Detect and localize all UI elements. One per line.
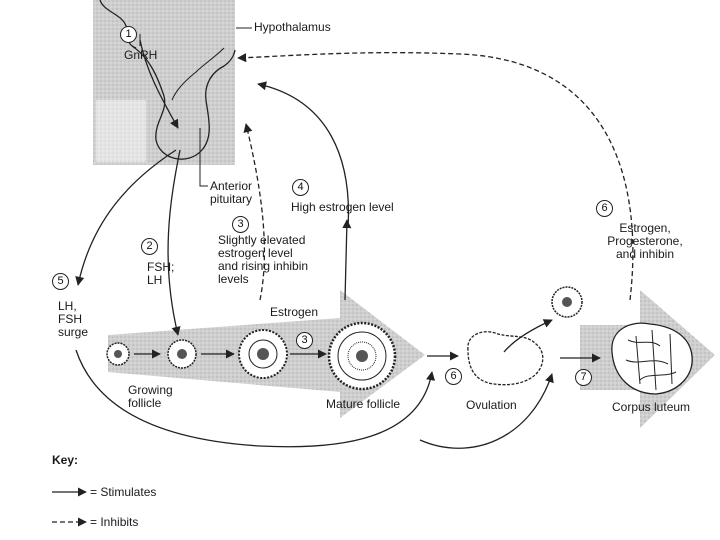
arrow-surge-to-ovulation [75, 349, 436, 448]
ovulation-graphic [467, 319, 553, 386]
key-stimulates-label: = Stimulates [90, 485, 157, 499]
growing-follicle-medium [167, 339, 197, 369]
label-fsh-lh: FSH; LH [147, 260, 175, 287]
stalk-contour [171, 47, 225, 101]
released-ovum [551, 286, 583, 318]
arrow-pituitary-lh-surge [75, 149, 177, 286]
growing-follicle-small [106, 342, 130, 366]
label-ovulation: Ovulation [466, 398, 517, 412]
label-lh-fsh-surge: LH, FSH surge [58, 299, 89, 339]
label-hypothalamus: Hypothalamus [254, 20, 331, 34]
corpus-luteum-graphic [611, 322, 693, 395]
step-7-marker: 7 [575, 369, 592, 386]
key-title: Key: [52, 453, 79, 467]
arrow-pituitary-fsh-lh [167, 149, 181, 336]
step-6-marker-lower: 6 [445, 368, 462, 385]
label-gnrh: GnRH [124, 48, 158, 62]
label-estrogen: Estrogen [270, 305, 319, 319]
step-3-marker-lower: 3 [296, 332, 313, 349]
label-growing-follicle: Growing follicle [128, 383, 173, 410]
arrow-surge-to-corpus-luteum [419, 373, 554, 449]
hypothalamus-pituitary-region [93, 0, 236, 165]
arrow-estrogen-up-high [342, 219, 352, 301]
label-mature-follicle: Mature follicle [326, 397, 401, 411]
step-4-marker: 4 [292, 179, 309, 196]
arrow-slight-estrogen-inhibits [243, 123, 266, 301]
step-1-marker: 1 [120, 26, 137, 43]
mature-follicle-graphic [327, 321, 397, 391]
label-high-estrogen: High estrogen level [291, 200, 394, 214]
label-corpus-luteum: Corpus luteum [612, 400, 691, 414]
arrow-high-estrogen-stimulates [257, 81, 350, 229]
key-inhibits-label: = Inhibits [90, 515, 139, 529]
arrow-gnrh-to-pituitary [139, 39, 179, 129]
step-5-marker: 5 [52, 273, 69, 290]
label-estrogen-progesterone-inhibin: Estrogen, Progesterone, and inhibin [607, 221, 683, 261]
growing-follicle-large [238, 329, 288, 379]
step-6-marker-upper: 6 [596, 200, 613, 217]
label-anterior-pituitary: Anterior pituitary [210, 179, 253, 206]
step-3-marker-upper: 3 [232, 216, 249, 233]
leader-anterior-pituitary [199, 128, 208, 187]
step-2-marker: 2 [141, 238, 158, 255]
label-slightly-elevated: Slightly elevated estrogen level and ris… [218, 233, 309, 286]
pituitary-outline [131, 45, 236, 160]
arrow-corpus-luteum-inhibits [237, 52, 634, 301]
